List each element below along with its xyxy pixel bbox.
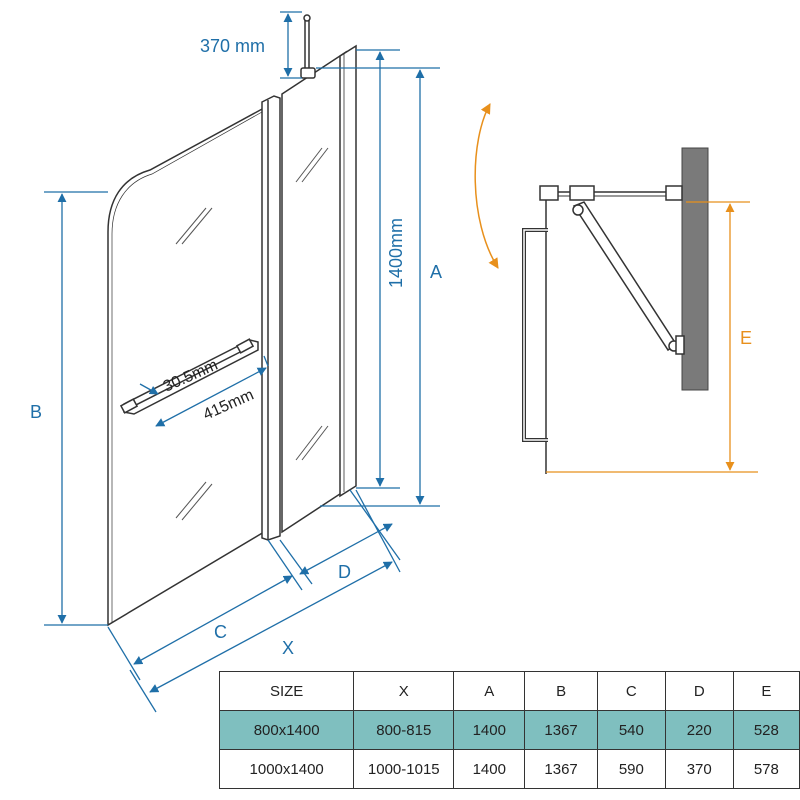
table-cell: 590 [596, 749, 666, 789]
dim-370mm-label: 370 mm [200, 36, 265, 56]
table-cell: 528 [732, 710, 800, 750]
wall [681, 147, 709, 391]
dimension-lines [44, 11, 440, 713]
dim-B-label: B [30, 402, 42, 422]
table-header-cell: X [353, 671, 455, 711]
dim-1400mm-label: 1400mm [386, 218, 406, 288]
dim-A-label: A [430, 262, 442, 282]
table-cell: 1000-1015 [353, 749, 455, 789]
table-cell: 370 [664, 749, 734, 789]
top-hinge-fitting [300, 14, 316, 79]
table-cell: 1367 [524, 710, 598, 750]
dim-E-label: E [740, 328, 752, 348]
table-header-cell: D [664, 671, 734, 711]
table-cell: 1000x1400 [218, 749, 355, 789]
side-view: E [522, 147, 758, 474]
hinge-profile [261, 95, 281, 541]
dim-X-label: X [282, 638, 294, 658]
rotation-arrow [474, 103, 499, 269]
table-cell: 800x1400 [218, 710, 355, 750]
dim-30-5mm-label: 30.5mm [161, 357, 221, 396]
table-cell: 578 [732, 749, 800, 789]
table-header-cell: A [453, 671, 526, 711]
glass-reflection-marks [175, 147, 329, 521]
side-handle [522, 228, 548, 442]
table-header-cell: C [596, 671, 666, 711]
main-glass-panel [107, 106, 265, 627]
dim-D-label: D [338, 562, 351, 582]
table-header-cell: B [524, 671, 598, 711]
table-cell: 220 [664, 710, 734, 750]
folding-glass-panel [281, 44, 357, 534]
dim-415mm-label: 415mm [201, 386, 257, 423]
table-cell: 800-815 [353, 710, 455, 750]
table-header-cell: E [732, 671, 800, 711]
table-cell: 1400 [453, 710, 526, 750]
support-arm [572, 201, 678, 352]
dim-C-label: C [214, 622, 227, 642]
table-cell: 1400 [453, 749, 526, 789]
table-cell: 1367 [524, 749, 598, 789]
table-header-cell: SIZE [218, 671, 355, 711]
table-cell: 540 [596, 710, 666, 750]
